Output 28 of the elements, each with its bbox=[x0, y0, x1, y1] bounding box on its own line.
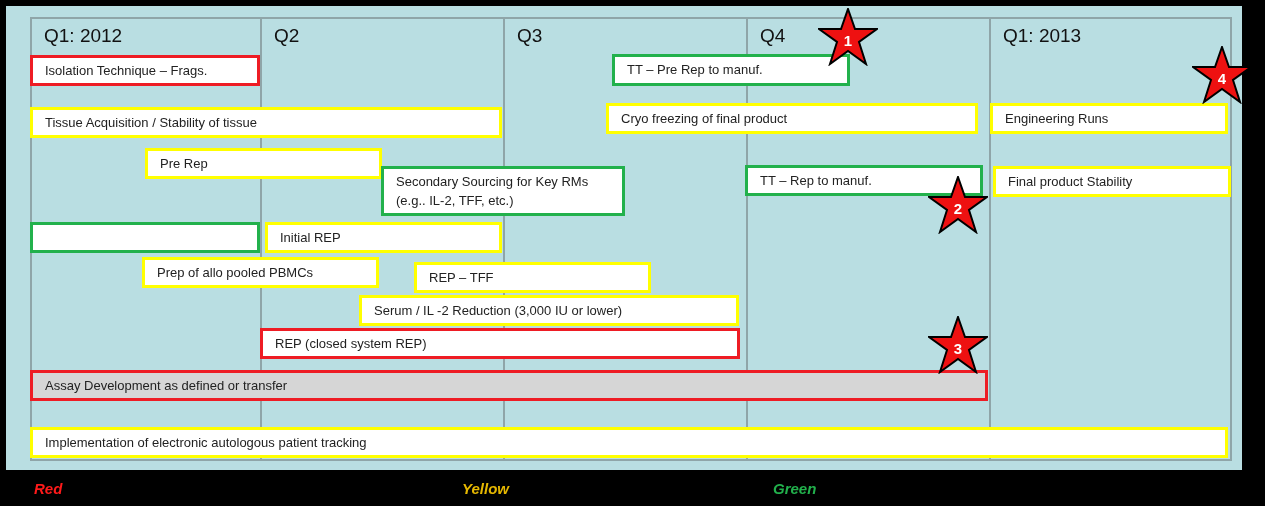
task-bar bbox=[30, 222, 260, 253]
task-bar: TT – Rep to manuf. bbox=[745, 165, 983, 196]
quarter-heading: Q2 bbox=[274, 25, 300, 47]
quarter-heading: Q1: 2012 bbox=[44, 25, 123, 47]
star-marker: 2 bbox=[928, 176, 988, 234]
quarter-heading: Q4 bbox=[760, 25, 786, 47]
task-bar: Prep of allo pooled PBMCs bbox=[142, 257, 379, 288]
task-bar: Cryo freezing of final product bbox=[606, 103, 978, 134]
task-bar: Secondary Sourcing for Key RMs (e.g.. IL-2, TFF, etc.) bbox=[381, 166, 625, 216]
task-bar: Serum / IL -2 Reduction (3,000 IU or lower) bbox=[359, 295, 739, 326]
task-bar: Final product Stability bbox=[993, 166, 1231, 197]
quarter-heading: Q1: 2013 bbox=[1003, 25, 1082, 47]
task-bar: Engineering Runs bbox=[990, 103, 1228, 134]
task-bar: Isolation Technique – Frags. bbox=[30, 55, 260, 86]
task-bar: Tissue Acquisition / Stability of tissue bbox=[30, 107, 502, 138]
star-marker: 1 bbox=[818, 8, 878, 66]
quarter-heading: Q3 bbox=[517, 25, 543, 47]
task-bar: REP (closed system REP) bbox=[260, 328, 740, 359]
legend-label: Red bbox=[34, 480, 63, 497]
task-bar: Initial REP bbox=[265, 222, 502, 253]
star-marker: 3 bbox=[928, 316, 988, 374]
task-bar: TT – Pre Rep to manuf. bbox=[612, 54, 850, 86]
legend-label: Yellow bbox=[462, 480, 509, 497]
task-bar: Implementation of electronic autologous patient tracking bbox=[30, 427, 1228, 458]
legend-label: Green bbox=[773, 480, 817, 497]
task-bar: Assay Development as defined or transfer bbox=[30, 370, 988, 401]
task-bar: Pre Rep bbox=[145, 148, 382, 179]
task-bar: REP – TFF bbox=[414, 262, 651, 293]
